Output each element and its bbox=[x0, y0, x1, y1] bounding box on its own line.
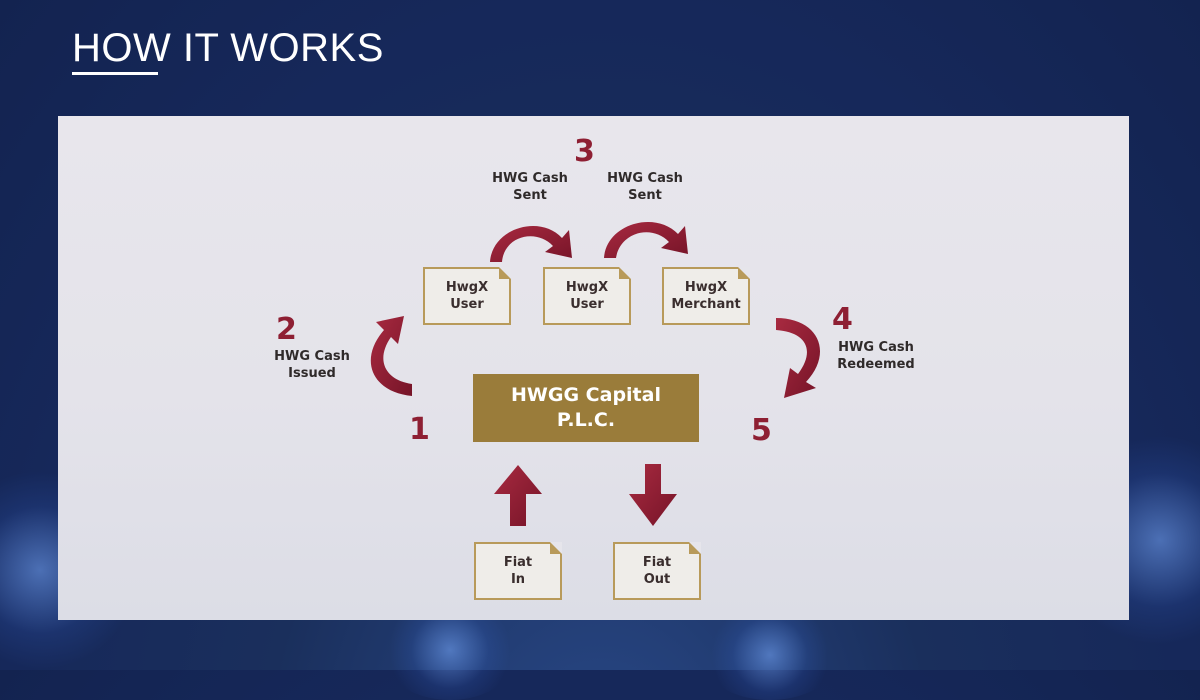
label-line: Sent bbox=[513, 188, 547, 203]
node-hwgx-user-1: HwgX User bbox=[423, 267, 511, 325]
step-number-1: 1 bbox=[409, 412, 430, 447]
redeemed-arrow bbox=[776, 318, 821, 398]
label-line: Issued bbox=[288, 366, 336, 381]
step-number-3: 3 bbox=[574, 134, 595, 169]
label-issued: HWG Cash Issued bbox=[262, 348, 362, 382]
node-hwgx-merchant: HwgX Merchant bbox=[662, 267, 750, 325]
label-line: HWG Cash bbox=[607, 171, 683, 186]
capital-line: HWGG Capital bbox=[511, 384, 661, 406]
label-line: HWG Cash bbox=[492, 171, 568, 186]
node-line: User bbox=[570, 297, 604, 312]
step-number-5: 5 bbox=[751, 413, 772, 448]
capital-line: P.L.C. bbox=[556, 409, 616, 431]
diagram-panel bbox=[58, 116, 1129, 620]
step-number-4: 4 bbox=[832, 302, 853, 337]
node-line: Merchant bbox=[671, 297, 741, 312]
title-underline bbox=[72, 72, 158, 75]
label-sent-2: HWG Cash Sent bbox=[597, 170, 693, 204]
node-fiat-in: Fiat In bbox=[474, 542, 562, 600]
node-line: User bbox=[450, 297, 484, 312]
label-redeemed: HWG Cash Redeemed bbox=[826, 339, 926, 373]
node-line: Out bbox=[643, 572, 671, 587]
issued-arrow bbox=[370, 316, 412, 396]
node-hwgg-capital: HWGG Capital P.L.C. bbox=[473, 374, 699, 442]
label-sent-1: HWG Cash Sent bbox=[482, 170, 578, 204]
node-fiat-out: Fiat Out bbox=[613, 542, 701, 600]
node-line: HwgX bbox=[445, 280, 489, 295]
sent-arrow-2 bbox=[604, 221, 688, 258]
node-line: HwgX bbox=[684, 280, 728, 295]
fiat-out-arrow bbox=[629, 464, 677, 526]
label-line: HWG Cash bbox=[274, 349, 350, 364]
node-line: Fiat bbox=[642, 555, 672, 570]
step-number-2: 2 bbox=[276, 312, 297, 347]
node-line: Fiat bbox=[503, 555, 533, 570]
fiat-in-arrow bbox=[494, 465, 542, 526]
page-title: HOW IT WORKS bbox=[72, 26, 384, 70]
label-line: HWG Cash bbox=[838, 340, 914, 355]
node-hwgx-user-2: HwgX User bbox=[543, 267, 631, 325]
node-line: HwgX bbox=[565, 280, 609, 295]
arrows-layer bbox=[370, 221, 821, 526]
sent-arrow-1 bbox=[490, 225, 572, 262]
label-line: Redeemed bbox=[837, 357, 915, 372]
node-line: In bbox=[510, 572, 526, 587]
label-line: Sent bbox=[628, 188, 662, 203]
